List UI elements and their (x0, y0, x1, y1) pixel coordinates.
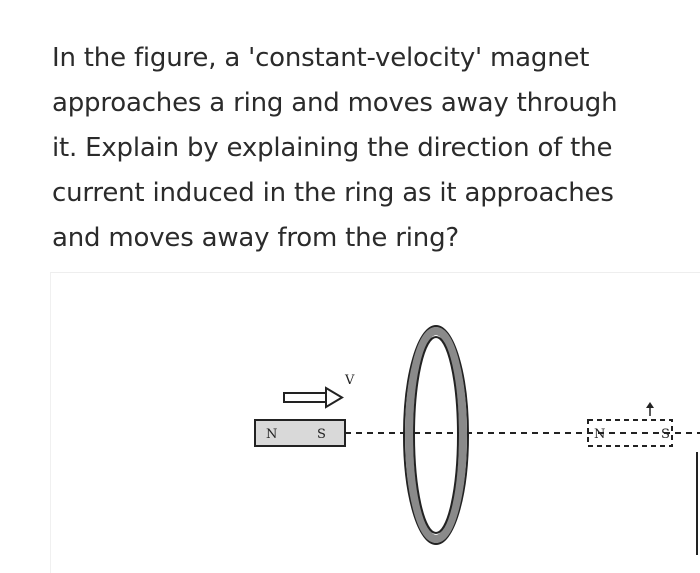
magnet-ring-figure: V N S N S (254, 325, 700, 555)
velocity-arrow-icon (283, 386, 344, 409)
figure-panel (50, 272, 700, 573)
magnet-right-dashed: N S (587, 419, 673, 447)
ring-body (405, 327, 467, 543)
magnet-left-south-label: S (317, 427, 326, 442)
question-line-5: and moves away from the ring? (52, 223, 459, 253)
velocity-label: V (344, 373, 355, 388)
magnet-left: N S (254, 419, 346, 447)
question-line-1: In the figure, a 'constant-velocity' mag… (52, 43, 590, 73)
ring-inner-edge (413, 336, 459, 534)
ring-outer-edge (403, 325, 469, 545)
question-text: In the figure, a 'constant-velocity' mag… (52, 36, 700, 261)
right-arrow-marker-icon (646, 402, 654, 416)
magnet-right-south-label: S (661, 427, 670, 442)
magnet-left-north-label: N (266, 427, 277, 442)
question-line-4: current induced in the ring as it approa… (52, 178, 614, 208)
question-line-2: approaches a ring and moves away through (52, 88, 618, 118)
question-line-3: it. Explain by explaining the direction … (52, 133, 613, 163)
magnet-right-north-label: N (594, 427, 605, 442)
